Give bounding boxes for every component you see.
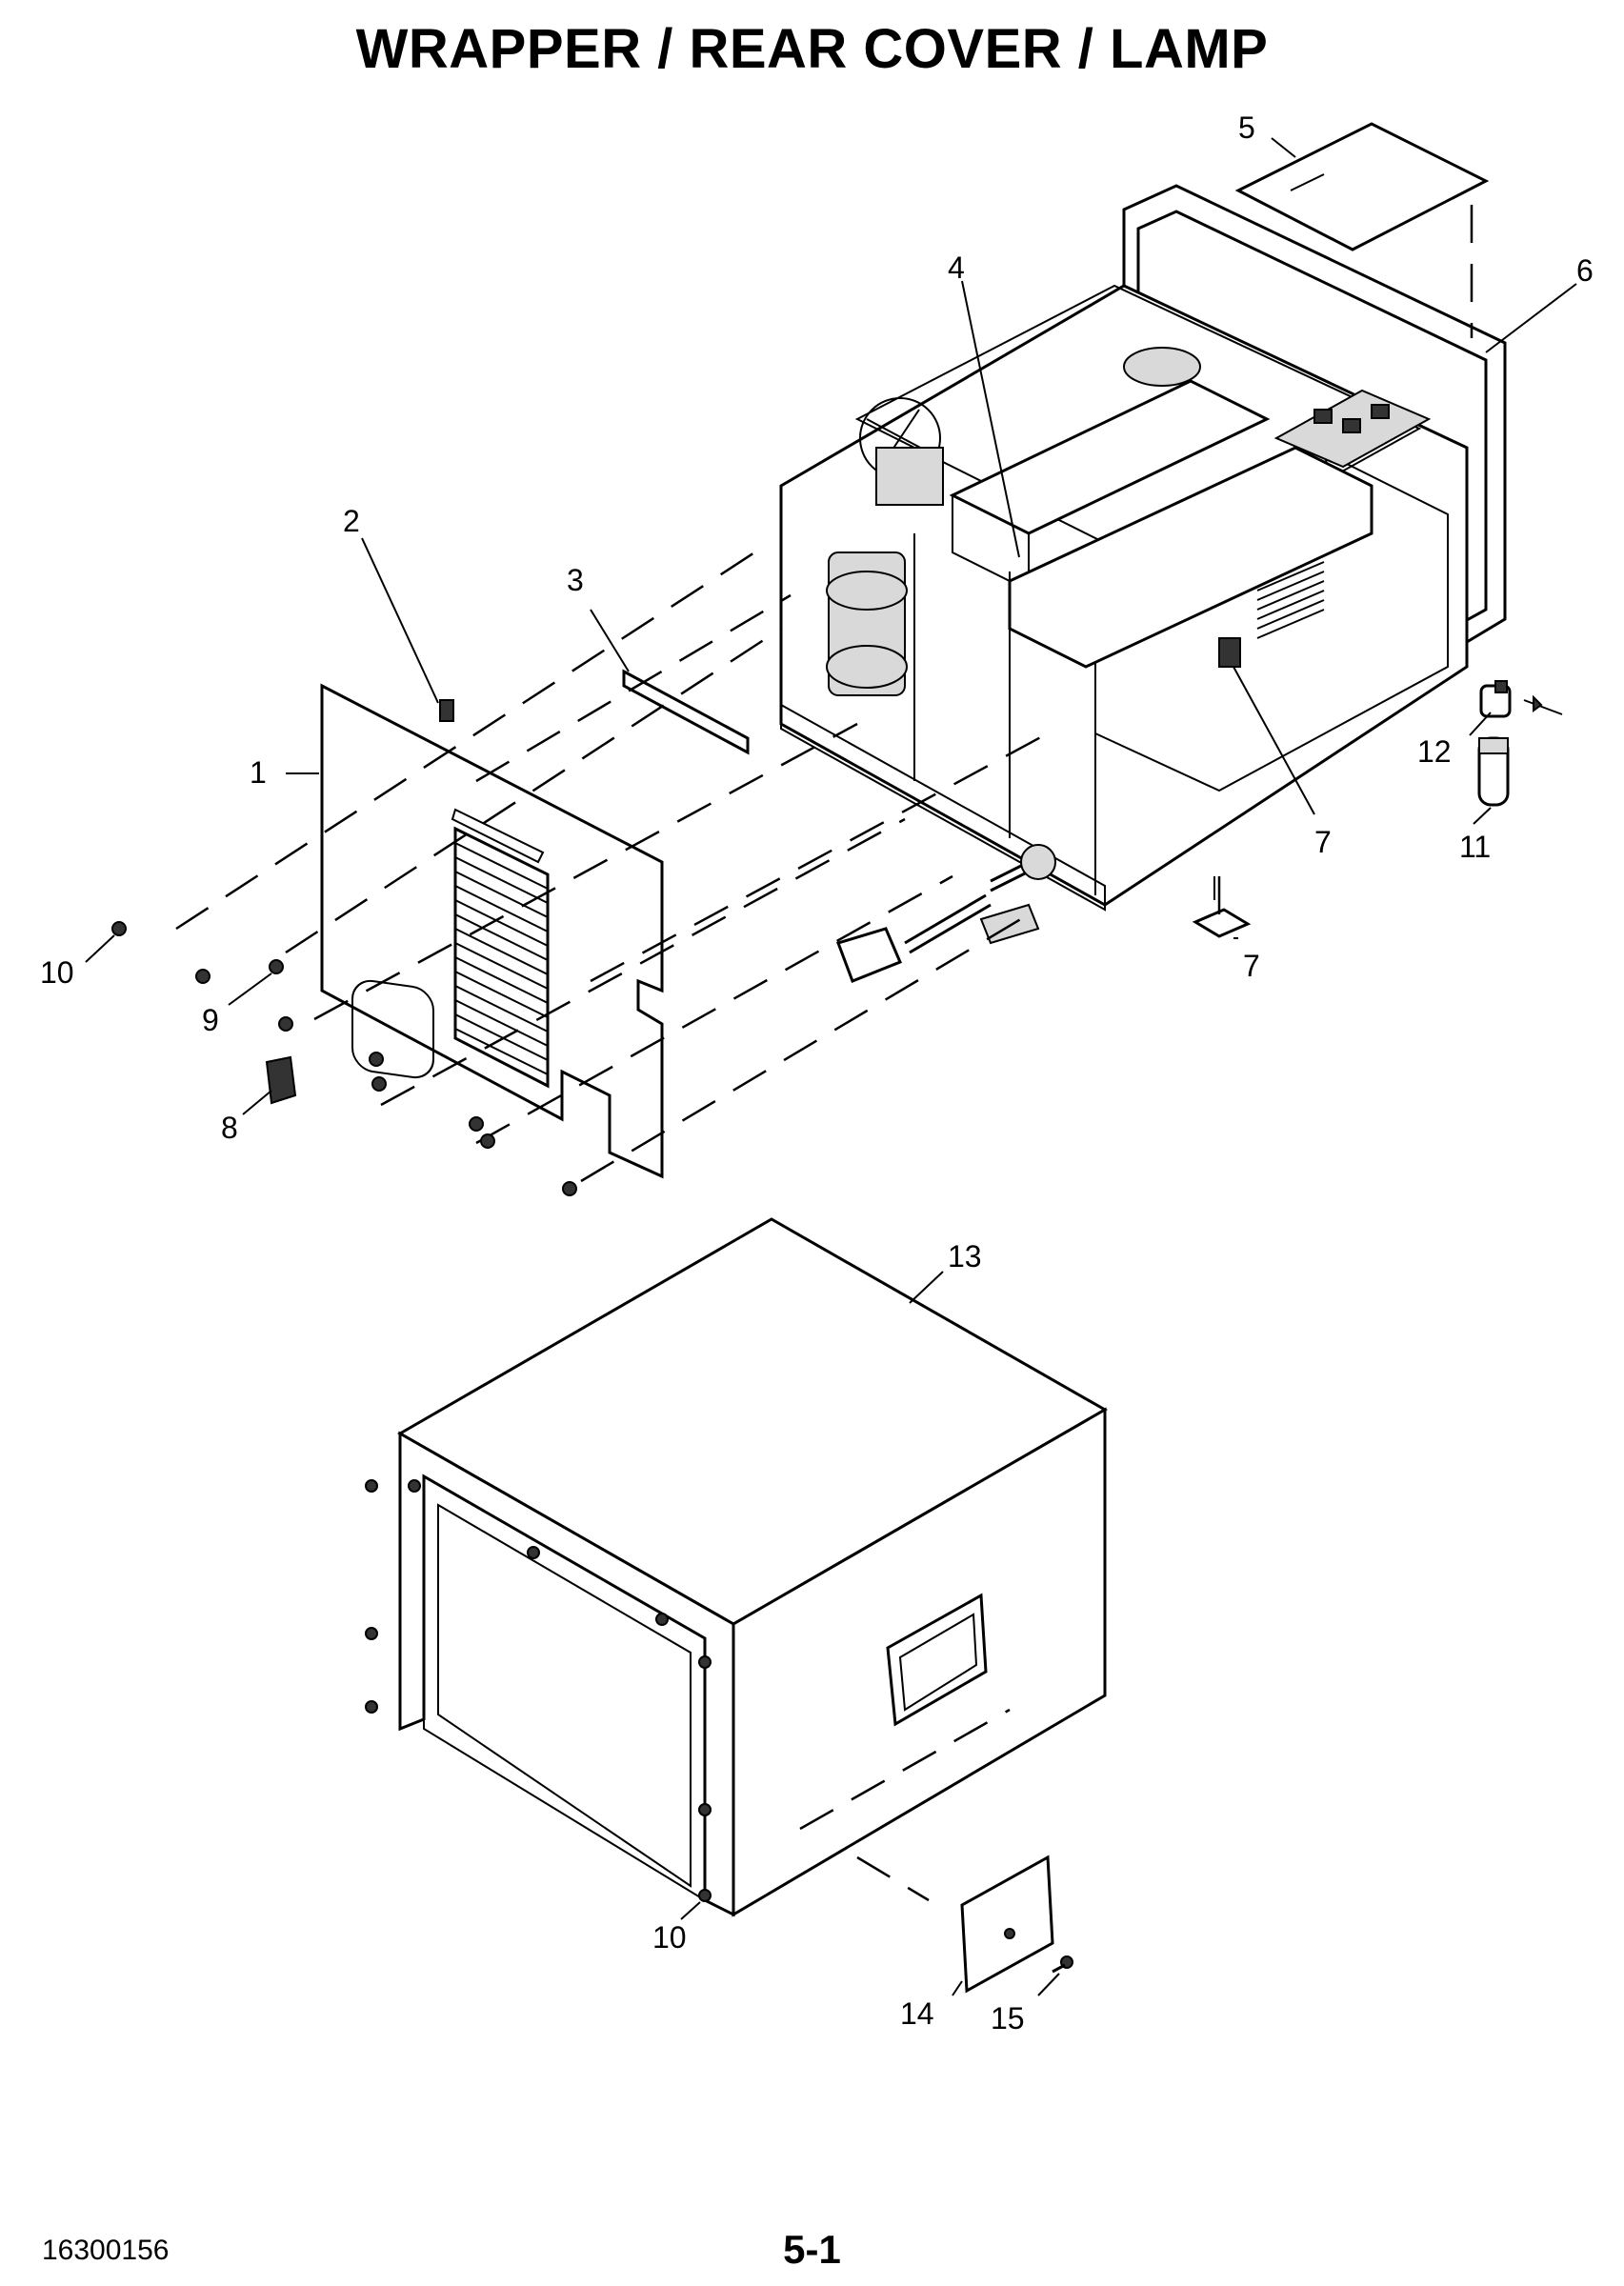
callout-5: 5	[1238, 110, 1255, 145]
callout-8: 8	[221, 1111, 238, 1145]
part-8-switch	[265, 1055, 297, 1105]
page-title: WRAPPER / REAR COVER / LAMP	[355, 18, 1269, 80]
callout-2: 2	[343, 504, 360, 538]
callout-leader-lines	[85, 137, 1577, 1996]
callout-14: 14	[900, 1996, 934, 2031]
callout-12: 12	[1417, 734, 1452, 769]
callout-13: 13	[948, 1239, 982, 1273]
screws-upper	[111, 921, 577, 1196]
callout-3: 3	[567, 563, 584, 597]
callout-15: 15	[991, 2001, 1025, 2035]
callout-6: 6	[1576, 253, 1594, 288]
part-1-rear-panel	[320, 683, 664, 1179]
assembly-guide-lines-upper	[175, 205, 1474, 1183]
part-2-clip	[439, 699, 454, 722]
callout-9: 9	[202, 1003, 219, 1037]
part-3-strip	[622, 669, 750, 755]
oven-chassis	[779, 184, 1507, 983]
callout-11: 11	[1459, 830, 1491, 864]
part-13-wrapper	[396, 1217, 1109, 1917]
part-15-screw	[1052, 1955, 1073, 1974]
callout-10-upper: 10	[40, 955, 74, 990]
part-11-lamp-bulb	[1477, 736, 1510, 807]
callout-labels: 5 6 4 2 3 1 12 7 11 7 10 9 8 13 10 14 15	[40, 110, 1594, 2035]
part-14-lamp-cover	[856, 1855, 1054, 1994]
document-number: 16300156	[42, 2235, 170, 2266]
callout-4: 4	[948, 251, 965, 285]
callout-7-lower: 7	[1243, 949, 1260, 983]
page-number: 5-1	[783, 2227, 841, 2272]
callout-10-lower: 10	[652, 1920, 687, 1955]
screws-lower	[365, 1479, 712, 1902]
callout-7-upper: 7	[1314, 825, 1332, 859]
part-5-top-sheet	[1234, 122, 1490, 251]
callout-1: 1	[250, 755, 267, 790]
part-12-lamp-socket	[1479, 680, 1563, 718]
part-7-bracket	[1192, 876, 1252, 938]
